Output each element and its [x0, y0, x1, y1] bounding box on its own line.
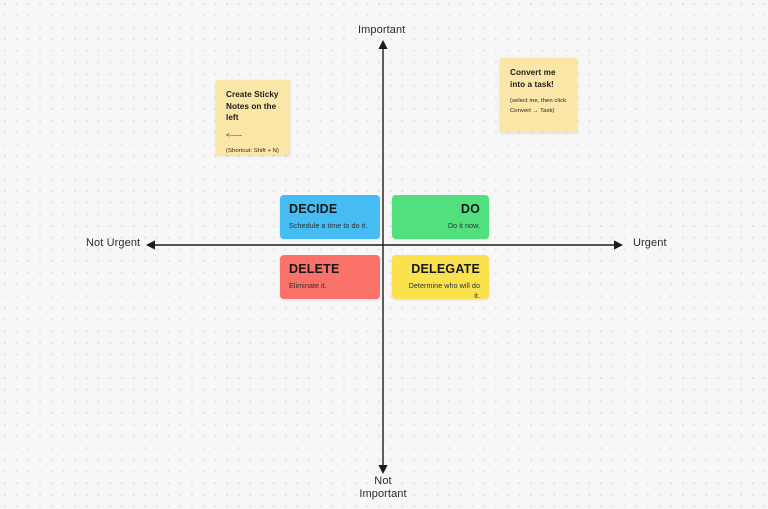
sticky-note-shortcut-hint: (Shortcut: Shift + N) — [226, 147, 279, 154]
quadrant-subtitle-delegate: Determine who will do it. — [408, 281, 480, 299]
axis-label-not-urgent: Not Urgent — [86, 237, 141, 249]
quadrant-subtitle-delete: Eliminate it. — [289, 281, 327, 290]
axis-label-urgent: Urgent — [633, 237, 667, 249]
quadrant-title-decide: DECIDE — [289, 202, 338, 216]
quadrant-card-do[interactable]: DO Do it now. — [392, 195, 489, 239]
sticky-note-arrow-left: <------ — [226, 131, 242, 139]
axis-arrow-right — [614, 240, 623, 250]
sticky-note-create-sticky[interactable]: Create Sticky Notes on the left <------ … — [216, 80, 290, 155]
sticky-note-title-create: Create Sticky Notes on the left — [226, 90, 279, 122]
sticky-note-convert-task[interactable]: Convert me into a task! (select me, then… — [500, 58, 577, 132]
axis-arrow-down — [378, 465, 388, 474]
quadrant-title-delete: DELETE — [289, 262, 340, 276]
quadrant-card-delegate[interactable]: DELEGATE Determine who will do it. — [392, 255, 489, 299]
quadrant-subtitle-do: Do it now. — [447, 221, 480, 230]
axis-arrow-up — [378, 40, 388, 49]
axis-arrow-left — [146, 240, 155, 250]
sticky-note-title-convert: Convert me into a task! — [510, 68, 556, 89]
axis-label-not-important: Not Important — [359, 475, 407, 500]
quadrant-card-delete[interactable]: DELETE Eliminate it. — [280, 255, 380, 299]
sticky-note-convert-instructions: (select me, then click Convert → Task) — [510, 98, 567, 114]
quadrant-title-delegate: DELEGATE — [411, 262, 480, 276]
quadrant-title-do: DO — [460, 202, 480, 216]
quadrant-subtitle-decide: Schedule a time to do it. — [289, 221, 368, 230]
axis-label-important: Important — [358, 24, 406, 36]
quadrant-card-decide[interactable]: DECIDE Schedule a time to do it. — [280, 195, 380, 239]
